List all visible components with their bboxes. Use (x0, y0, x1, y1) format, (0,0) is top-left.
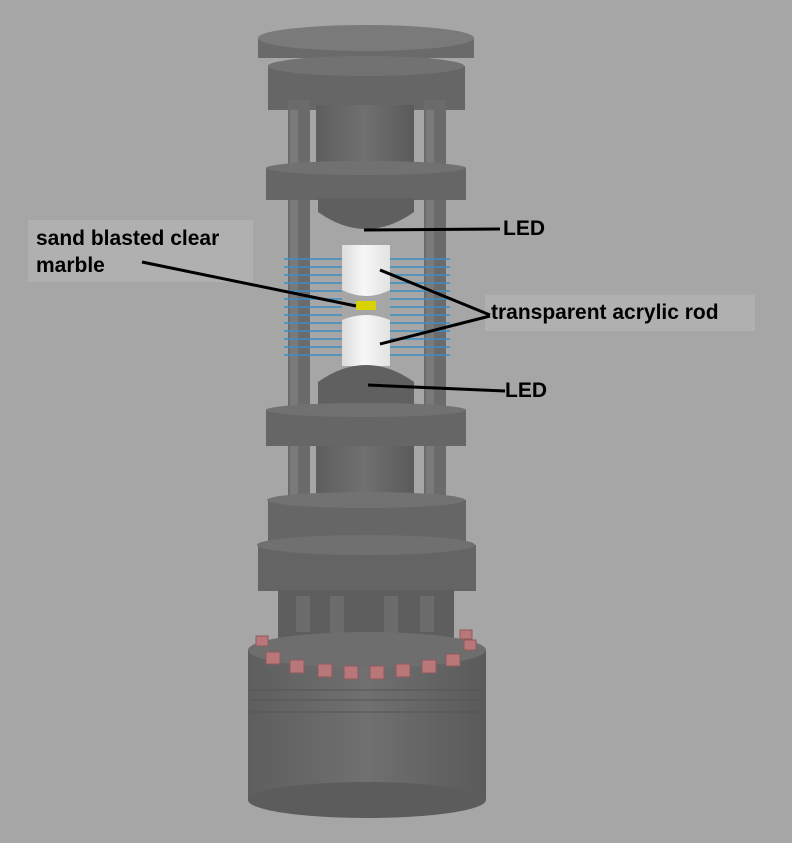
label-marble-line2: marble (36, 254, 105, 277)
bottom-cylinder (248, 632, 486, 818)
label-marble-line1: sand blasted clear (36, 227, 220, 250)
label-panel-acrylic (485, 295, 755, 331)
upper-piston (266, 105, 466, 229)
marble-sample (356, 301, 376, 310)
base-flanges (257, 492, 476, 640)
label-led-bottom: LED (505, 379, 547, 402)
leader-lines (141, 227, 506, 393)
label-panel-marble (28, 220, 253, 282)
label-acrylic-rod: transparent acrylic rod (491, 301, 719, 324)
acrylic-rods (342, 245, 390, 366)
label-led-top: LED (503, 217, 545, 240)
flange-bolts (255, 629, 477, 680)
top-cap (258, 25, 474, 110)
